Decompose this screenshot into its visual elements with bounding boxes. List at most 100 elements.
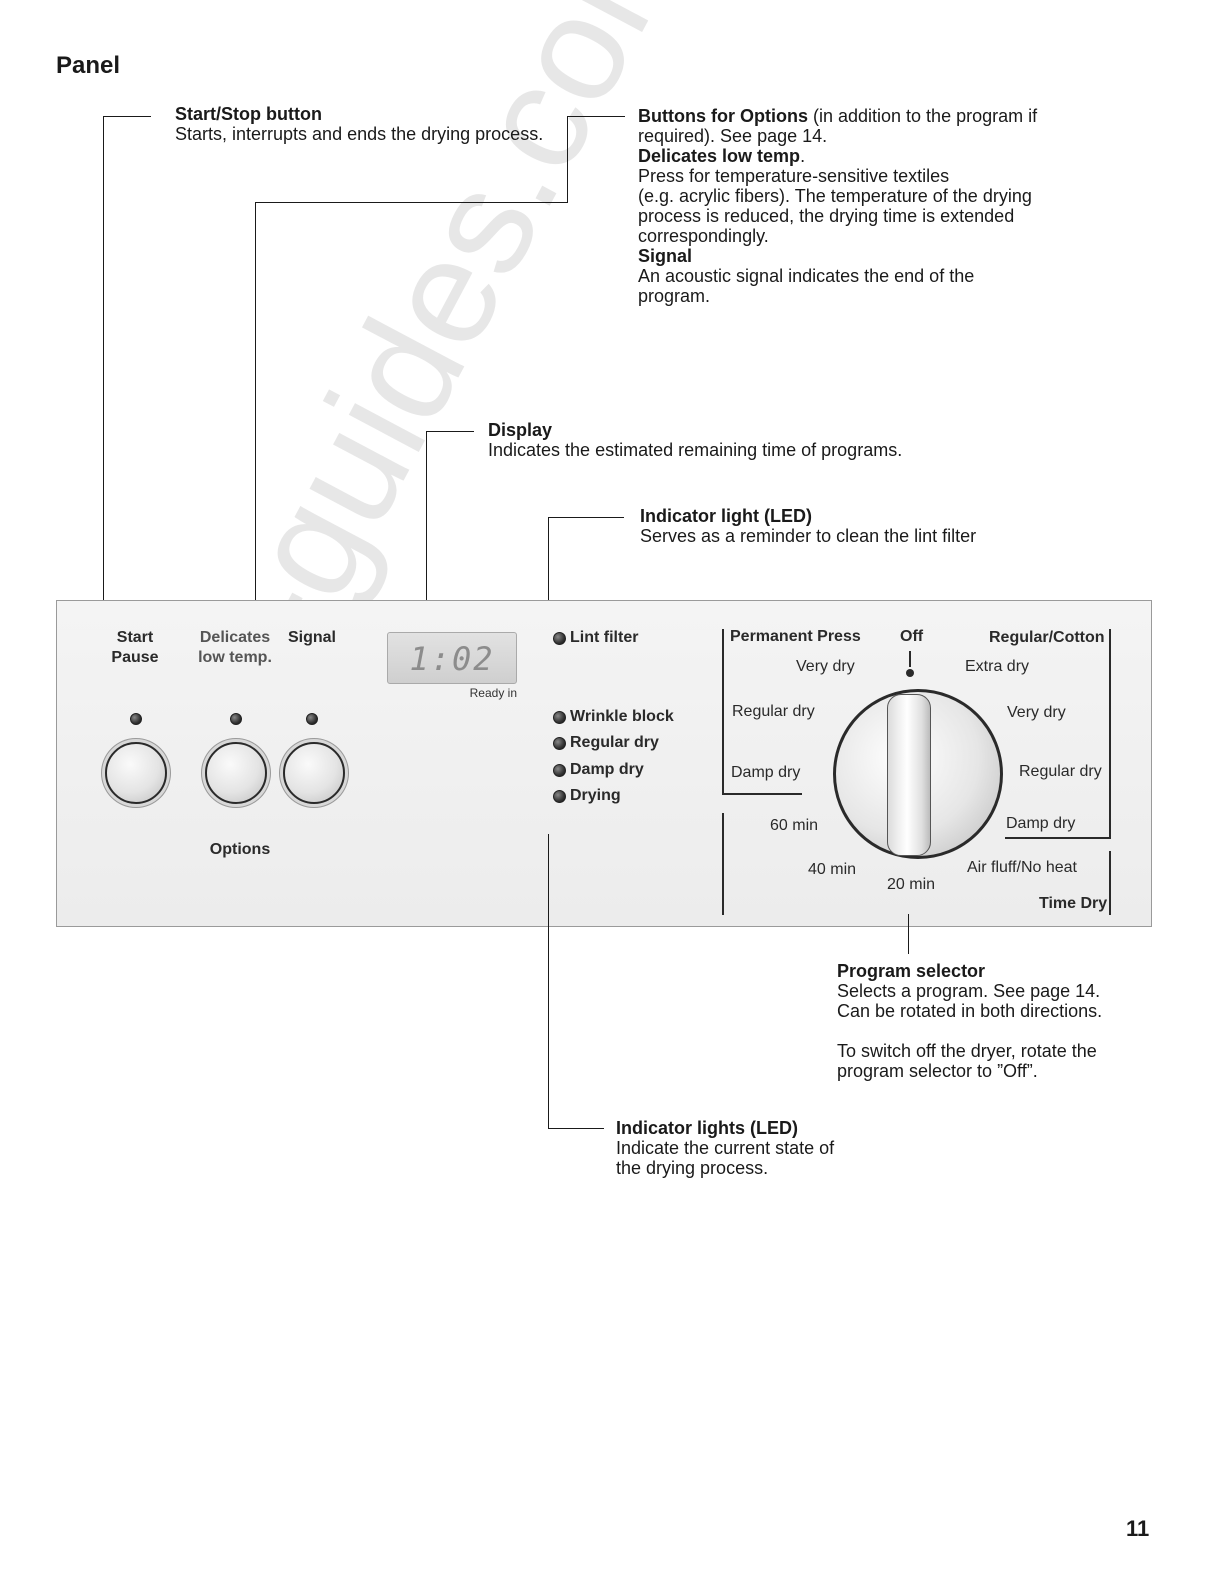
bracket-line xyxy=(1109,629,1111,839)
start-stop-title: Start/Stop button xyxy=(175,104,322,124)
delicates-line: Press for temperature-sensitive textiles xyxy=(638,166,950,186)
status-label: Regular dry xyxy=(570,734,659,751)
indicator-light-title: Indicator light (LED) xyxy=(640,506,812,526)
program-selector-line: program selector to ”Off”. xyxy=(837,1061,1038,1081)
display-title: Display xyxy=(488,420,553,440)
leader-line xyxy=(103,116,104,620)
bracket-line xyxy=(1109,851,1111,915)
signal-line: An acoustic signal indicates the end of … xyxy=(638,266,975,286)
dial-option: 60 min xyxy=(770,817,819,834)
delicates-button[interactable] xyxy=(205,742,267,804)
indicator-light-text: Serves as a reminder to clean the lint f… xyxy=(640,526,977,546)
delicates-line: correspondingly. xyxy=(638,226,769,246)
leader-line xyxy=(548,517,624,518)
damp-dry-led xyxy=(553,763,566,777)
delicates-label-2: low temp. xyxy=(198,649,272,666)
status-label: Wrinkle block xyxy=(570,708,674,725)
indicator-lights-line: the drying process. xyxy=(616,1158,769,1178)
program-selector-line: Can be rotated in both directions. xyxy=(837,1001,1103,1021)
indicator-lights-title: Indicator lights (LED) xyxy=(616,1118,798,1138)
signal-button[interactable] xyxy=(283,742,345,804)
control-panel: Start Pause Delicates low temp. Signal O… xyxy=(56,600,1152,927)
delicates-title: Delicates low temp xyxy=(638,146,801,166)
lint-filter-led xyxy=(553,631,566,645)
program-selector-line: Selects a program. See page 14. xyxy=(837,981,1101,1001)
delicates-period: . xyxy=(800,146,806,166)
status-indicator: Wrinkle block xyxy=(553,708,674,726)
indicator-lights-callout: Indicator lights (LED) Indicate the curr… xyxy=(616,1118,976,1178)
leader-line xyxy=(567,116,568,202)
leader-line xyxy=(548,517,549,613)
dial-option: Damp dry xyxy=(1006,815,1076,832)
dial-option: Very dry xyxy=(796,658,855,675)
start-stop-text: Starts, interrupts and ends the drying p… xyxy=(175,124,544,144)
signal-led xyxy=(306,713,318,725)
options-title-suffix: (in addition to the program if xyxy=(807,106,1038,126)
program-selector-grip[interactable] xyxy=(887,694,931,856)
wrinkle-block-led xyxy=(553,710,566,724)
dial-option: Very dry xyxy=(1007,704,1066,721)
drying-led xyxy=(553,789,566,803)
permanent-press-label: Permanent Press xyxy=(730,628,861,645)
time-display: 1:02 xyxy=(387,632,517,684)
regular-cotton-label: Regular/Cotton xyxy=(989,629,1105,646)
off-label: Off xyxy=(900,628,924,645)
program-selector-callout: Program selector Selects a program. See … xyxy=(837,961,1167,1081)
page-title: Panel xyxy=(56,52,121,79)
signal-title: Signal xyxy=(638,246,693,266)
dial-option: Regular dry xyxy=(1019,763,1102,780)
dial-option: Extra dry xyxy=(965,658,1030,675)
dial-option: 20 min xyxy=(887,876,936,893)
indicator-lights-line: Indicate the current state of xyxy=(616,1138,835,1158)
options-label: Options xyxy=(209,841,271,858)
display-text: Indicates the estimated remaining time o… xyxy=(488,440,903,460)
time-dry-label: Time Dry xyxy=(1039,895,1108,912)
options-callout: Buttons for Options (in addition to the … xyxy=(638,106,1098,306)
leader-line xyxy=(908,914,909,954)
start-stop-callout: Start/Stop button Starts, interrupts and… xyxy=(175,104,575,144)
options-line2: required). See page 14. xyxy=(638,126,828,146)
start-pause-button[interactable] xyxy=(105,742,167,804)
bracket-line xyxy=(722,813,724,915)
bracket-line xyxy=(722,793,802,795)
program-selector-title: Program selector xyxy=(837,961,986,981)
leader-line xyxy=(426,431,474,432)
off-marker xyxy=(909,651,911,667)
start-led xyxy=(130,713,142,725)
delicates-label-1: Delicates xyxy=(199,629,271,646)
signal-label: Signal xyxy=(287,629,336,646)
status-indicator: Drying xyxy=(553,787,621,805)
status-label: Drying xyxy=(570,787,621,804)
start-label: Start xyxy=(116,629,154,646)
status-indicator: Damp dry xyxy=(553,761,644,779)
signal-line: program. xyxy=(638,286,711,306)
lint-filter-indicator: Lint filter xyxy=(553,629,638,647)
display-callout: Display Indicates the estimated remainin… xyxy=(488,420,988,460)
pause-label: Pause xyxy=(111,649,159,666)
ready-in-label: Ready in xyxy=(469,686,517,700)
bracket-line xyxy=(1005,837,1111,839)
delicates-line: (e.g. acrylic fibers). The temperature o… xyxy=(638,186,1032,206)
leader-line xyxy=(426,431,427,611)
regular-dry-led xyxy=(553,736,566,750)
page-number: 11 xyxy=(1126,1516,1150,1541)
dial-option: Air fluff/No heat xyxy=(967,859,1077,876)
lint-filter-label: Lint filter xyxy=(570,629,639,646)
leader-line xyxy=(255,202,256,620)
status-label: Damp dry xyxy=(570,761,644,778)
dial-option: Damp dry xyxy=(731,764,801,781)
leader-line xyxy=(255,202,568,203)
status-indicator: Regular dry xyxy=(553,734,659,752)
leader-line xyxy=(567,116,625,117)
leader-line xyxy=(103,116,151,117)
indicator-light-callout: Indicator light (LED) Serves as a remind… xyxy=(640,506,1060,546)
off-dot xyxy=(906,669,914,677)
program-selector-line: To switch off the dryer, rotate the xyxy=(837,1041,1097,1061)
start-pause-label: Start Pause xyxy=(105,628,165,668)
leader-line xyxy=(548,1128,604,1129)
delicates-led xyxy=(230,713,242,725)
dial-option: 40 min xyxy=(808,861,857,878)
delicates-line: process is reduced, the drying time is e… xyxy=(638,206,1015,226)
dial-option: Regular dry xyxy=(732,703,815,720)
options-title: Buttons for Options xyxy=(638,106,808,126)
